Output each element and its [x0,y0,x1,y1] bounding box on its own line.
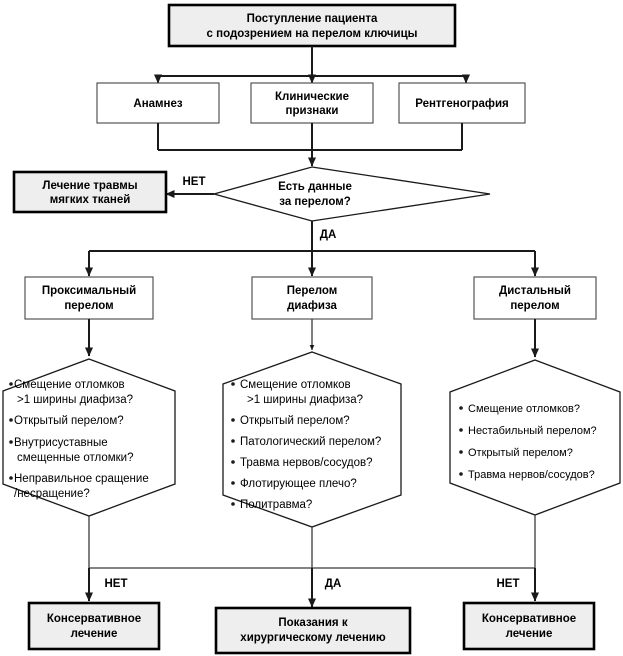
decision-yes-branch: ДА [85,221,539,277]
intake-to-assessment-connectors [154,46,470,84]
decision-no-label: НЕТ [183,176,206,188]
decision-line2: за перелом? [279,196,350,208]
intake-box-line1: Поступление пациента [247,13,378,25]
distal-criteria-hexagon-shape [449,359,621,516]
assessment-box-anamnesis-line1: Анамнез [133,98,182,110]
decision-yes-label: ДА [320,229,337,241]
assessment-to-decision-connectors [157,123,463,167]
bullet-icon [459,406,463,410]
decision-diamond-shape [211,166,491,222]
outcome-right-line2: лечение [506,628,553,640]
fracture-type-box-diaphysis-shape [251,276,373,320]
assessment-box-radiography-shape [398,82,526,124]
bullet-icon [9,476,13,480]
outcome-label-middle: ДА [325,578,342,590]
distal-criteria-item-3-line0: Травма нервов/сосудов? [468,469,595,481]
distal-criteria-hexagon: Смещение отломков? Нестабильный перелом?… [449,359,621,516]
assessment-box-anamnesis: Анамнез [96,82,220,124]
bullet-icon [459,428,463,432]
decision-line1: Есть данные [278,181,352,193]
proximal-criteria-item-2-line0: Внутрисуставные [14,437,108,449]
soft-tissue-treatment-line1: Лечение травмы [42,180,137,192]
diaphysis-criteria-item-5-line0: Политравма? [240,499,312,511]
fracture-type-box-proximal-shape [24,276,154,320]
diaphysis-criteria-hexagon: Смещение отломков >1 ширины диафиза? Отк… [222,351,402,528]
fracture-type-distal-line1: Дистальный [499,285,571,297]
diaphysis-criteria-item-1-line0: Открытый перелом? [240,415,350,427]
fracture-type-proximal-line2: перелом [64,300,113,312]
fracture-type-diaphysis-line1: Перелом [287,285,338,297]
fracture-type-box-proximal: Проксимальный перелом [24,276,154,320]
diaphysis-criteria-item-3-line0: Травма нервов/сосудов? [240,457,372,469]
diaphysis-criteria-item-0-line1: >1 ширины диафиза? [247,394,363,406]
distal-criteria-item-0-line0: Смещение отломков? [468,403,580,415]
bullet-icon [459,450,463,454]
proximal-criteria-hexagon: Смещение отломков >1 ширины диафиза? Отк… [2,358,176,517]
soft-tissue-treatment-box: Лечение травмы мягких тканей [12,170,168,214]
bullet-icon [231,502,235,506]
decision-diamond: Есть данные за перелом? [211,166,491,222]
distal-criteria-item-2-line0: Открытый перелом? [468,447,573,459]
outcome-label-left: НЕТ [105,578,128,590]
bullet-icon [9,440,13,444]
bullet-icon [231,481,235,485]
decision-no-branch: НЕТ [165,176,214,198]
proximal-criteria-item-3-line0: Неправильное сращение [14,473,149,485]
bullet-icon [9,418,13,422]
outcome-box-surgical-shape [214,606,412,655]
bullet-icon [231,439,235,443]
outcome-box-conservative-left: Консервативное лечение [27,601,161,651]
outcome-box-conservative-right-shape [462,601,596,651]
outcome-middle-line1: Показания к [278,617,347,629]
assessment-box-clinical-line1: Клинические [275,91,349,103]
proximal-criteria-item-1-line0: Открытый перелом? [14,415,124,427]
intake-box: Поступление пациента с подозрением на пе… [167,3,457,48]
fracture-type-proximal-line1: Проксимальный [42,285,136,297]
bullet-icon [231,418,235,422]
diaphysis-criteria-item-0-line0: Смещение отломков [240,379,351,391]
bullet-icon [9,382,13,386]
diaphysis-criteria-item-4-line0: Флотирующее плечо? [240,478,357,490]
soft-tissue-treatment-box-shape [12,170,168,214]
assessment-box-radiography: Рентгенография [398,82,526,124]
bullet-icon [459,472,463,476]
distal-criteria-item-1-line0: Нестабильный перелом? [468,425,597,437]
outcome-box-surgical: Показания к хирургическому лечению [214,606,412,655]
fracture-type-distal-line2: перелом [510,300,559,312]
outcome-box-conservative-left-shape [27,601,161,651]
fracture-type-box-distal: Дистальный перелом [473,276,597,320]
fracture-type-box-distal-shape [473,276,597,320]
proximal-criteria-item-3-line1: /несращение? [14,488,90,500]
intake-box-shape [167,3,457,48]
outcome-label-right: НЕТ [497,578,520,590]
fracture-type-diaphysis-line2: диафиза [287,300,337,312]
proximal-criteria-item-0-line1: >1 ширины диафиза? [17,394,133,406]
proximal-criteria-item-2-line1: смещенные отломки? [17,452,134,464]
outcome-middle-line2: хирургическому лечению [240,632,386,644]
criteria-to-outcome-connectors: НЕТ ДА НЕТ [85,515,539,608]
assessment-box-clinical-line2: признаки [286,105,339,117]
soft-tissue-treatment-line2: мягких тканей [50,194,131,206]
outcome-box-conservative-right: Консервативное лечение [462,601,596,651]
outcome-right-line1: Консервативное [482,613,576,625]
fracture-type-to-criteria-connectors [85,319,539,358]
outcome-left-line2: лечение [71,628,118,640]
intake-box-line2: с подозрением на перелом ключицы [207,28,418,40]
diaphysis-criteria-item-2-line0: Патологический перелом? [240,436,381,448]
assessment-box-clinical: Клинические признаки [250,82,374,124]
assessment-box-clinical-shape [250,82,374,124]
outcome-left-line1: Консервативное [47,613,141,625]
bullet-icon [231,382,235,386]
bullet-icon [231,460,235,464]
proximal-criteria-item-0-line0: Смещение отломков [14,379,125,391]
fracture-type-box-diaphysis: Перелом диафиза [251,276,373,320]
assessment-box-radiography-line1: Рентгенография [415,98,509,110]
